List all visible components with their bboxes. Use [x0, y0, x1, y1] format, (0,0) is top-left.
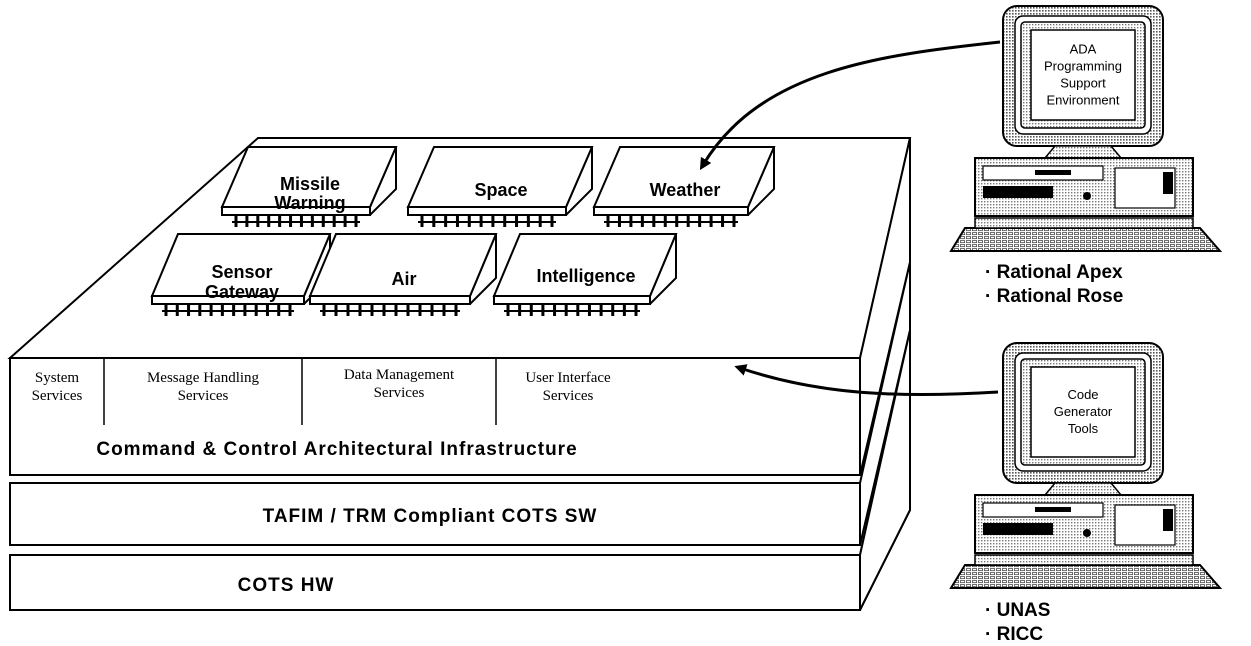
intelligence-chip-label: Intelligence — [536, 266, 635, 286]
infrastructure-title: Command & Control Architectural Infrastr… — [96, 439, 577, 460]
tool-rational-apex: · Rational Apex — [985, 262, 1123, 283]
chip-pins — [320, 304, 460, 316]
arrow-top-to-weather — [699, 40, 1001, 171]
cots-sw-layer — [9, 261, 911, 546]
chip-pins — [232, 215, 360, 227]
chip-pins — [162, 304, 294, 316]
intelligence-chip: Intelligence — [492, 233, 678, 316]
keyboard — [949, 564, 1223, 589]
air-chip: Air — [308, 233, 498, 316]
arrow-bottom-to-infrastructure — [734, 364, 999, 397]
air-chip-label: Air — [391, 269, 416, 289]
tool-unas: · UNAS — [985, 600, 1050, 621]
cots-hw-label: COTS HW — [238, 575, 335, 596]
space-chip: Space — [406, 146, 594, 227]
cots-hw-layer — [9, 329, 911, 611]
weather-chip: Weather — [592, 146, 776, 227]
tools-top-list: · Rational Apex · Rational Rose — [985, 262, 1123, 307]
weather-chip-label: Weather — [650, 180, 721, 200]
space-chip-label: Space — [474, 180, 527, 200]
tool-ricc: · RICC — [985, 624, 1043, 645]
tool-rational-rose: · Rational Rose — [985, 286, 1123, 307]
chip-pins — [504, 304, 640, 316]
tools-bottom-list: · UNAS · RICC — [985, 600, 1050, 645]
keyboard — [949, 227, 1223, 252]
cots-sw-label: TAFIM / TRM Compliant COTS SW — [263, 506, 598, 527]
chip-pins — [604, 215, 738, 227]
chip-pins — [418, 215, 556, 227]
